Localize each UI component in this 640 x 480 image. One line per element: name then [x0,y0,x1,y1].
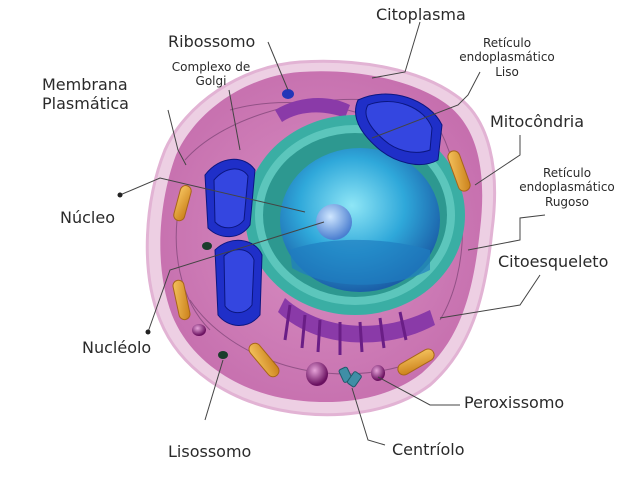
label-golgi-line2: Golgi [166,74,256,88]
label-citoplasma: Citoplasma [376,5,466,24]
label-reticulo-liso-line3: Liso [457,65,557,79]
label-membrana-line1: Membrana [42,75,129,94]
lysosome-2 [202,242,212,250]
leader-dots [118,193,151,335]
label-reticulo-rugoso: Retículo endoplasmático Rugoso [515,166,619,209]
label-reticulo-liso: Retículo endoplasmático Liso [457,36,557,79]
label-mitocondria: Mitocôndria [490,112,584,131]
label-nucleolo: Nucléolo [82,338,151,357]
label-peroxissomo: Peroxissomo [464,393,564,412]
peroxisome-large [306,362,328,386]
peroxisome [371,365,385,381]
label-reticulo-rugoso-line2: endoplasmático [515,180,619,194]
label-membrana-line2: Plasmática [42,94,129,113]
label-citoesqueleto: Citoesqueleto [498,252,608,271]
lysosome [218,351,228,359]
label-reticulo-liso-line2: endoplasmático [457,50,557,64]
nucleolus [316,204,352,240]
label-lisossomo: Lisossomo [168,442,251,461]
label-reticulo-rugoso-line3: Rugoso [515,195,619,209]
label-nucleo: Núcleo [60,208,115,227]
label-reticulo-liso-line1: Retículo [457,36,557,50]
label-golgi-line1: Complexo de [166,60,256,74]
label-centriolo: Centríolo [392,440,464,459]
label-membrana: Membrana Plasmática [42,75,129,113]
label-reticulo-rugoso-line1: Retículo [515,166,619,180]
ribosome [282,89,294,99]
peroxisome-small [192,324,206,336]
label-complexo-golgi: Complexo de Golgi [166,60,256,89]
label-ribossomo: Ribossomo [168,32,255,51]
